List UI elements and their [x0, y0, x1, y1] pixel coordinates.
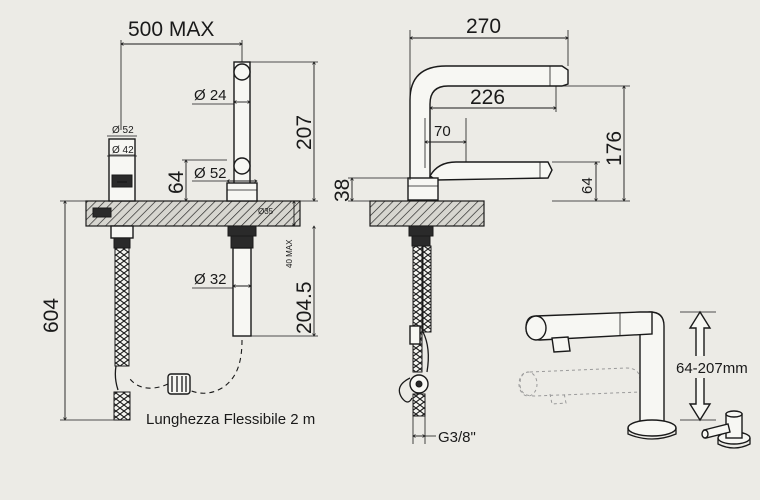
countertop-middle	[369, 200, 485, 227]
dim-500-max: 500 MAX	[128, 18, 214, 41]
dim-604: 604	[40, 298, 63, 333]
dim-dia-52-small: Ø 52	[112, 125, 134, 136]
height-range: 64-207mm	[676, 360, 748, 377]
dim-204-5: 204.5	[293, 281, 316, 334]
dim-dia-32: Ø 32	[194, 271, 227, 288]
dim-226: 226	[470, 86, 505, 109]
dim-dia-42-small: Ø 42	[112, 145, 134, 156]
dim-40-max: 40 MAX	[285, 239, 294, 268]
dim-207: 207	[293, 115, 316, 150]
dim-270: 270	[466, 15, 501, 38]
dim-64-right: 64	[579, 177, 596, 194]
dim-thread: G3/8"	[438, 429, 476, 446]
perspective-view: 64-207mm	[518, 310, 760, 449]
braided-hose-left	[114, 247, 130, 367]
shank-left	[232, 247, 252, 337]
dim-38: 38	[331, 179, 354, 202]
countertop-left	[85, 200, 301, 227]
left-view: 500 MAX Ø 24 207 Ø 52 Ø 42 64 Ø 52 Ø35 4…	[40, 18, 318, 428]
dim-dia-52: Ø 52	[194, 165, 227, 182]
hose-weight	[167, 373, 191, 395]
dim-dia-24: Ø 24	[194, 87, 227, 104]
middle-view: 270 226 70 176 64 38 G3/8"	[331, 15, 630, 446]
hose-length-note: Lunghezza Flessibile 2 m	[146, 411, 315, 428]
flex-hose-dashed	[177, 339, 243, 394]
dim-dia-35: Ø35	[258, 207, 274, 216]
spout-lower	[429, 161, 553, 181]
side-spray-body	[108, 138, 136, 202]
dim-64-left: 64	[165, 170, 188, 194]
spout-lowered-ghost	[519, 367, 641, 397]
spout-upper	[409, 65, 569, 181]
dim-176: 176	[603, 131, 626, 166]
spray-button-plate	[92, 207, 112, 218]
hose-end-nut-left	[113, 391, 131, 421]
dim-70: 70	[434, 123, 451, 140]
faucet-base	[627, 419, 677, 437]
